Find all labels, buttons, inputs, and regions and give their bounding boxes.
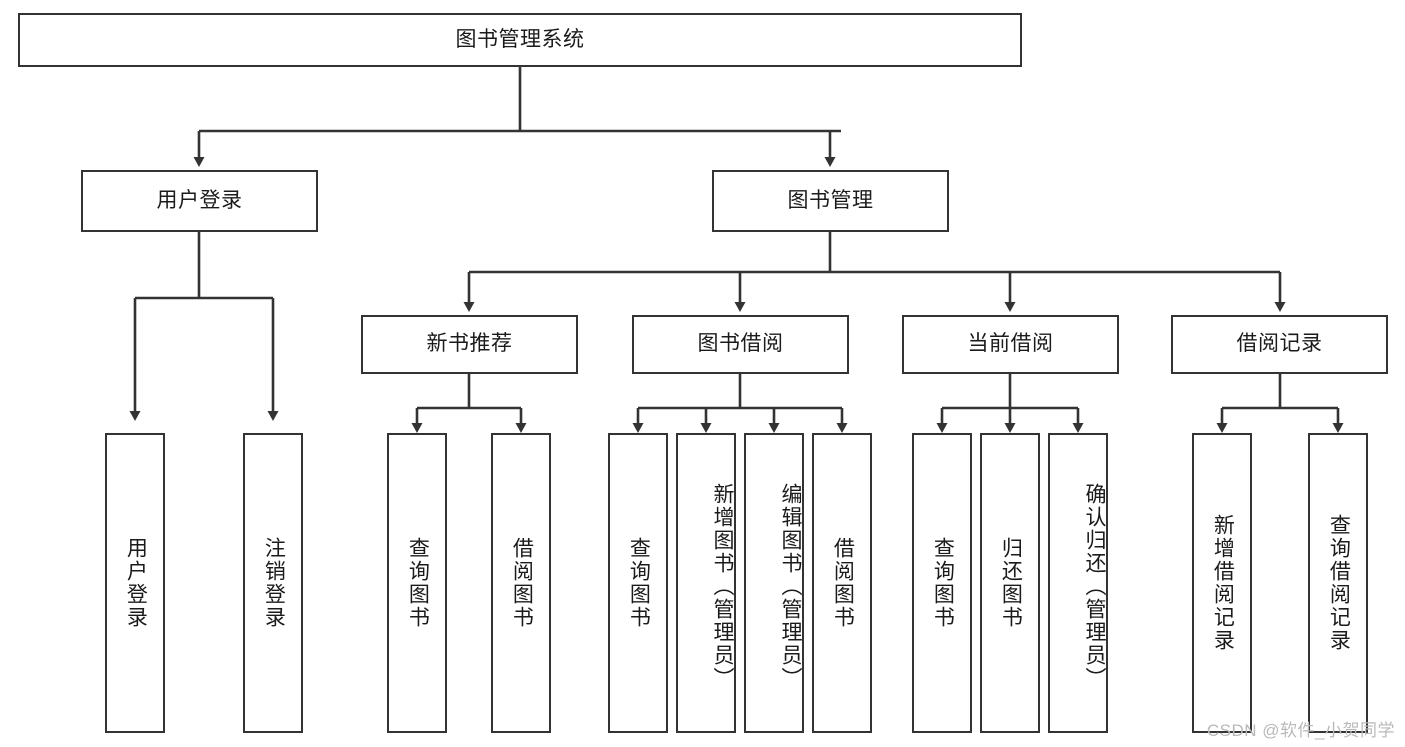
- node-leaf-book-borrow-query-book[interactable]: 查询图书: [608, 433, 668, 733]
- node-leaf-new-book-borrow-book[interactable]: 借阅图书: [491, 433, 551, 733]
- node-label: 用户登录: [156, 188, 243, 212]
- node-label: 图书管理系统: [455, 27, 585, 51]
- node-borrow-record[interactable]: 借阅记录: [1171, 315, 1388, 374]
- node-label: 借阅图书: [831, 537, 855, 629]
- node-label: 借阅图书: [510, 537, 534, 629]
- node-label: 新增图书（管理员）: [711, 482, 734, 690]
- node-label: 当前借阅: [967, 332, 1054, 356]
- node-label: 注销登录: [262, 537, 286, 629]
- node-label: 确认归还（管理员）: [1083, 482, 1106, 690]
- node-leaf-user-login-login[interactable]: 用户登录: [105, 433, 165, 733]
- node-leaf-current-borrow-query-book[interactable]: 查询图书: [912, 433, 972, 733]
- node-leaf-borrow-record-add-record[interactable]: 新增借阅记录: [1192, 433, 1252, 733]
- node-book-borrow[interactable]: 图书借阅: [632, 315, 849, 374]
- node-user-login[interactable]: 用户登录: [81, 170, 318, 232]
- node-label: 图书借阅: [697, 332, 784, 356]
- node-leaf-user-login-logout[interactable]: 注销登录: [243, 433, 303, 733]
- node-label: 查询图书: [627, 537, 651, 629]
- node-book-management[interactable]: 图书管理: [712, 170, 949, 232]
- node-label: 查询借阅记录: [1327, 514, 1351, 652]
- node-label: 图书管理: [787, 188, 874, 212]
- node-label: 查询图书: [406, 537, 430, 629]
- node-label: 归还图书: [999, 537, 1023, 629]
- watermark-credit: CSDN @软件_小贺同学: [1206, 721, 1395, 740]
- node-new-book-recommend[interactable]: 新书推荐: [361, 315, 578, 374]
- node-leaf-borrow-record-query-record[interactable]: 查询借阅记录: [1308, 433, 1368, 733]
- node-leaf-book-borrow-edit-book-admin[interactable]: 编辑图书（管理员）: [744, 433, 804, 733]
- node-leaf-book-borrow-borrow-book[interactable]: 借阅图书: [812, 433, 872, 733]
- node-root-book-management-system[interactable]: 图书管理系统: [18, 13, 1022, 67]
- node-leaf-book-borrow-add-book-admin[interactable]: 新增图书（管理员）: [676, 433, 736, 733]
- node-label: 查询图书: [931, 537, 955, 629]
- node-current-borrow[interactable]: 当前借阅: [902, 315, 1119, 374]
- node-label: 用户登录: [124, 537, 148, 629]
- node-label: 新增借阅记录: [1211, 514, 1235, 652]
- node-label: 新书推荐: [426, 332, 513, 356]
- node-leaf-current-borrow-confirm-return-admin[interactable]: 确认归还（管理员）: [1048, 433, 1108, 733]
- node-leaf-new-book-query-book[interactable]: 查询图书: [387, 433, 447, 733]
- node-label: 借阅记录: [1236, 332, 1323, 356]
- node-leaf-current-borrow-return-book[interactable]: 归还图书: [980, 433, 1040, 733]
- node-label: 编辑图书（管理员）: [779, 482, 802, 690]
